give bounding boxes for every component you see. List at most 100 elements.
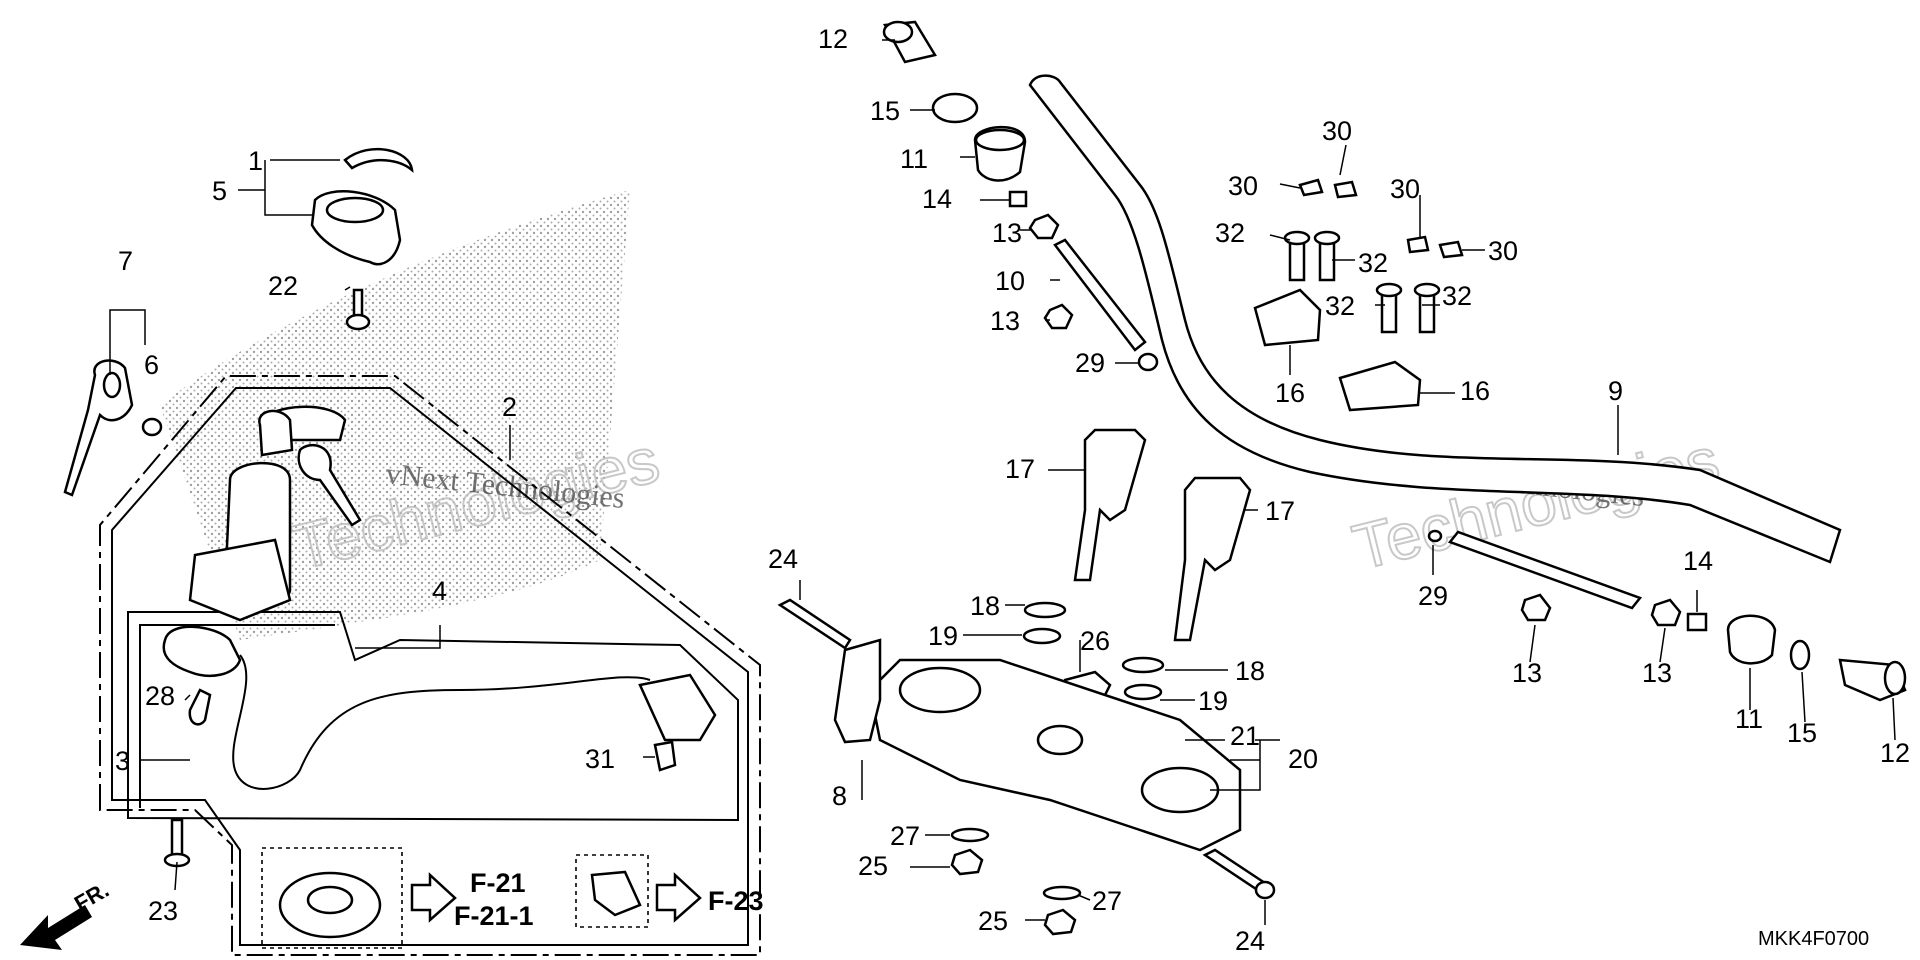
callout-25b[interactable]: 25 [978, 906, 1008, 936]
ring-15-top [931, 92, 979, 124]
top-bridge-hole-left [898, 666, 982, 714]
callout-28[interactable]: 28 [145, 681, 175, 711]
callout-19a[interactable]: 19 [928, 621, 958, 651]
callout-22[interactable]: 22 [268, 271, 298, 301]
ref-f21[interactable]: F-21 [470, 868, 526, 898]
screw-22 [352, 288, 364, 318]
shaft-10-right [1447, 530, 1643, 610]
handlebar-pipe [1028, 74, 1842, 564]
weight-11-top-face [974, 128, 1026, 152]
snap-ring [343, 147, 414, 173]
callout-16b[interactable]: 16 [1460, 376, 1490, 406]
callout-7[interactable]: 7 [118, 246, 133, 276]
group-outline-3 [99, 375, 761, 956]
clip-30-b [1333, 180, 1358, 199]
diagram-code: MKK4F0700 [1758, 928, 1869, 950]
callout-30b[interactable]: 30 [1228, 171, 1258, 201]
bolt-24-right-head [1254, 880, 1276, 900]
weight-11-right [1726, 614, 1777, 665]
callout-32b[interactable]: 32 [1358, 248, 1388, 278]
callout-24a[interactable]: 24 [768, 544, 798, 574]
callout-9[interactable]: 9 [1608, 376, 1623, 406]
callout-12b[interactable]: 12 [1880, 738, 1910, 768]
clip-31 [653, 740, 677, 772]
ring-15-right [1789, 639, 1811, 671]
callout-32a[interactable]: 32 [1215, 218, 1245, 248]
callout-25a[interactable]: 25 [858, 851, 888, 881]
callout-13a[interactable]: 13 [992, 218, 1022, 248]
ref-f23[interactable]: F-23 [708, 886, 764, 916]
callout-29a[interactable]: 29 [1075, 348, 1105, 378]
top-bridge-center [1036, 724, 1084, 756]
callout-29b[interactable]: 29 [1418, 581, 1448, 611]
callout-30d[interactable]: 30 [1488, 236, 1518, 266]
callout-26[interactable]: 26 [1080, 626, 1110, 656]
callout-6[interactable]: 6 [144, 350, 159, 380]
clip-14-right [1686, 612, 1708, 632]
ignition-cover-hole [325, 196, 385, 224]
nut-13-top [1028, 213, 1060, 240]
callout-32d[interactable]: 32 [1442, 281, 1472, 311]
callout-16a[interactable]: 16 [1275, 378, 1305, 408]
washer-19-b [1123, 683, 1163, 701]
bolts-32 [1283, 230, 1441, 334]
holder-16-b [1338, 360, 1422, 412]
callout-5[interactable]: 5 [212, 176, 227, 206]
callout-18a[interactable]: 18 [970, 591, 1000, 621]
callout-20[interactable]: 20 [1288, 744, 1318, 774]
washer-27-b [1042, 885, 1082, 901]
callout-4[interactable]: 4 [432, 576, 447, 606]
callout-14b[interactable]: 14 [1683, 546, 1713, 576]
callout-19b[interactable]: 19 [1198, 686, 1228, 716]
callout-30a[interactable]: 30 [1322, 116, 1352, 146]
clip-14-top [1008, 190, 1028, 208]
group-outline-4 [127, 611, 739, 822]
shaft-10-top [1053, 238, 1147, 352]
callout-8[interactable]: 8 [832, 781, 847, 811]
inset-arrow-2 [655, 872, 702, 923]
clip-30-c [1406, 235, 1430, 254]
callout-30c[interactable]: 30 [1390, 174, 1420, 204]
callout-11a[interactable]: 11 [900, 144, 928, 174]
callout-23[interactable]: 23 [148, 896, 178, 926]
inset-lock [575, 854, 649, 928]
nut-25-a [950, 848, 984, 876]
callout-13d[interactable]: 13 [1642, 658, 1672, 688]
washer-6 [141, 417, 163, 437]
callout-13b[interactable]: 13 [990, 306, 1020, 336]
lock-cylinder [590, 870, 642, 917]
top-bridge-hole-right [1140, 766, 1220, 814]
callout-27a[interactable]: 27 [890, 821, 920, 851]
fuel-cap-center [306, 885, 354, 915]
lock-barrel [258, 409, 294, 457]
callout-11b[interactable]: 11 [1735, 704, 1763, 734]
callout-2[interactable]: 2 [502, 392, 517, 422]
callout-1[interactable]: 1 [248, 146, 263, 176]
callout-31[interactable]: 31 [585, 744, 615, 774]
callout-12a[interactable]: 12 [818, 24, 848, 54]
callouts: 1 2 3 4 5 6 7 8 9 10 11 11 12 12 13 13 1… [115, 24, 1910, 956]
key-blank [63, 359, 134, 497]
callout-18b[interactable]: 18 [1235, 656, 1265, 686]
ref-f21-1[interactable]: F-21-1 [454, 901, 534, 931]
callout-15a[interactable]: 15 [870, 96, 900, 126]
callout-10[interactable]: 10 [995, 266, 1025, 296]
callout-15b[interactable]: 15 [1787, 718, 1817, 748]
callout-13c[interactable]: 13 [1512, 658, 1542, 688]
harness-connector [638, 673, 717, 742]
nut-13-lower [1043, 303, 1074, 330]
washer-29-right [1427, 529, 1443, 543]
bracket-8 [833, 638, 882, 744]
callout-32c[interactable]: 32 [1325, 291, 1355, 321]
callout-17b[interactable]: 17 [1265, 496, 1295, 526]
clip-30-d [1438, 240, 1464, 259]
callout-24b[interactable]: 24 [1235, 926, 1265, 956]
callout-27b[interactable]: 27 [1092, 886, 1122, 916]
riser-17-a [1073, 428, 1147, 582]
washer-18-a [1023, 601, 1067, 619]
callout-14a[interactable]: 14 [922, 184, 952, 214]
callout-17a[interactable]: 17 [1005, 454, 1035, 484]
callout-3[interactable]: 3 [115, 746, 130, 776]
callout-21[interactable]: 21 [1230, 721, 1260, 751]
bar-end-top-cap [882, 20, 914, 44]
